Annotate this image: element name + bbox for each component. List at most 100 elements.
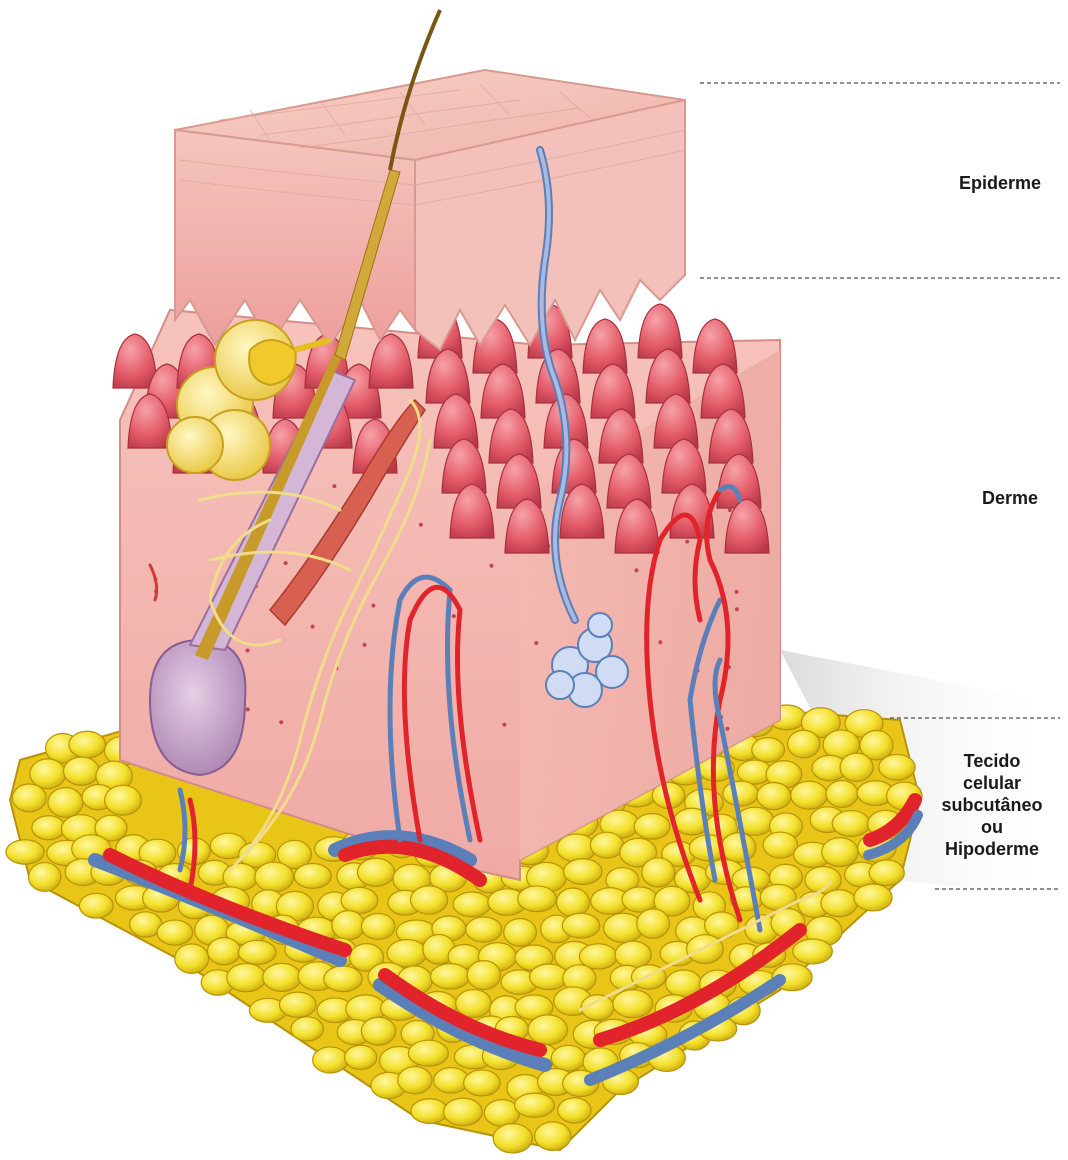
fat-cell	[558, 1098, 591, 1123]
fat-cell	[788, 730, 820, 758]
fat-cell	[528, 1015, 567, 1045]
dermis-dot	[452, 614, 456, 618]
fat-cell	[6, 840, 44, 865]
papilla	[638, 304, 682, 358]
label-epiderme: Epiderme	[940, 172, 1060, 194]
fat-cell	[255, 862, 294, 892]
fat-cell	[590, 832, 623, 858]
dermis-dot	[685, 540, 689, 544]
fat-cell	[564, 859, 602, 885]
label-hipoderme-line-3: subcutâneo	[922, 794, 1062, 816]
fat-cell	[453, 892, 491, 917]
fat-cell	[613, 990, 653, 1018]
fat-cell	[157, 920, 193, 945]
fat-cell	[398, 1067, 432, 1094]
dermis-dot	[363, 643, 367, 647]
fat-cell	[313, 1047, 348, 1073]
fat-cell	[879, 754, 915, 780]
fat-cell	[105, 785, 142, 815]
fat-cell	[721, 833, 755, 863]
dermis-dot	[502, 723, 506, 727]
fat-cell	[515, 1093, 555, 1117]
fat-cell	[793, 939, 833, 964]
fat-cell	[637, 909, 670, 939]
fat-cell	[32, 816, 65, 840]
papilla	[693, 319, 737, 373]
fat-cell	[752, 738, 785, 762]
fat-cell	[493, 1124, 532, 1153]
fat-cell	[410, 886, 447, 914]
fat-cell	[238, 940, 276, 964]
fat-cell	[291, 1017, 323, 1041]
fat-cell	[29, 863, 61, 892]
fat-cell	[175, 944, 209, 973]
label-hipoderme-line-5: Hipoderme	[922, 838, 1062, 860]
fat-cell	[757, 783, 791, 810]
fat-cell	[361, 1017, 395, 1045]
label-hipoderme-line-2: celular	[922, 772, 1062, 794]
fat-cell	[642, 858, 675, 887]
fat-cell	[504, 919, 537, 947]
dermis-dot	[332, 484, 336, 488]
fat-cell	[791, 781, 828, 809]
fat-cell	[562, 913, 600, 938]
label-hipoderme-line-4: ou	[922, 816, 1062, 838]
fat-cell	[456, 990, 492, 1018]
fat-cell	[826, 780, 858, 807]
label-derme: Derme	[960, 487, 1060, 509]
dermis-dot	[419, 523, 423, 527]
label-hipoderme: Tecido celular subcutâneo ou Hipoderme	[922, 750, 1062, 860]
fat-cell	[69, 731, 106, 758]
epidermis-block	[175, 70, 685, 350]
fat-cell	[466, 917, 502, 942]
fat-cell	[324, 966, 362, 992]
fat-cell	[207, 938, 240, 965]
fat-cell	[869, 860, 904, 886]
fat-cell	[551, 1045, 585, 1071]
dermis-dot	[284, 561, 288, 565]
papilla	[583, 319, 627, 373]
dermis-dot	[735, 590, 739, 594]
fat-cell	[332, 911, 365, 940]
fat-cell	[357, 858, 394, 886]
fat-cell	[279, 992, 316, 1017]
fat-cell	[557, 888, 590, 917]
fat-cell	[12, 784, 46, 812]
fat-cell	[467, 961, 500, 990]
fat-cell	[840, 753, 873, 781]
fat-cell	[822, 838, 858, 867]
dermis-dot	[634, 568, 638, 572]
fat-cell	[557, 834, 596, 862]
fat-cell	[408, 1040, 448, 1066]
dermis-dot	[728, 508, 732, 512]
fat-cell	[411, 1099, 448, 1124]
fat-cell	[63, 757, 99, 785]
fat-cell	[361, 914, 395, 940]
fat-cell	[763, 832, 798, 858]
dermis-dot	[311, 625, 315, 629]
dermis-dot	[371, 604, 375, 608]
fat-cell	[444, 1098, 483, 1126]
fat-cell	[48, 788, 83, 818]
dermis-dot	[735, 607, 739, 611]
dermis-dot	[725, 727, 729, 731]
fat-cell	[518, 886, 557, 912]
fat-cell	[832, 811, 870, 837]
fat-cell	[622, 887, 658, 912]
label-hipoderme-line-1: Tecido	[922, 750, 1062, 772]
dermis-dot	[490, 564, 494, 568]
fat-cell	[30, 759, 66, 789]
fat-cell	[464, 1070, 501, 1096]
fat-cell	[431, 964, 470, 989]
fat-cell	[263, 963, 301, 991]
dermis-dot	[246, 707, 250, 711]
fat-cell	[294, 864, 331, 889]
fat-cell	[821, 890, 857, 917]
dermis-dot	[534, 641, 538, 645]
dermis-dot	[245, 649, 249, 653]
fat-cell	[535, 1122, 571, 1151]
fat-cell	[227, 963, 266, 991]
fat-cell	[345, 1045, 377, 1069]
dermis-dot	[279, 720, 283, 724]
